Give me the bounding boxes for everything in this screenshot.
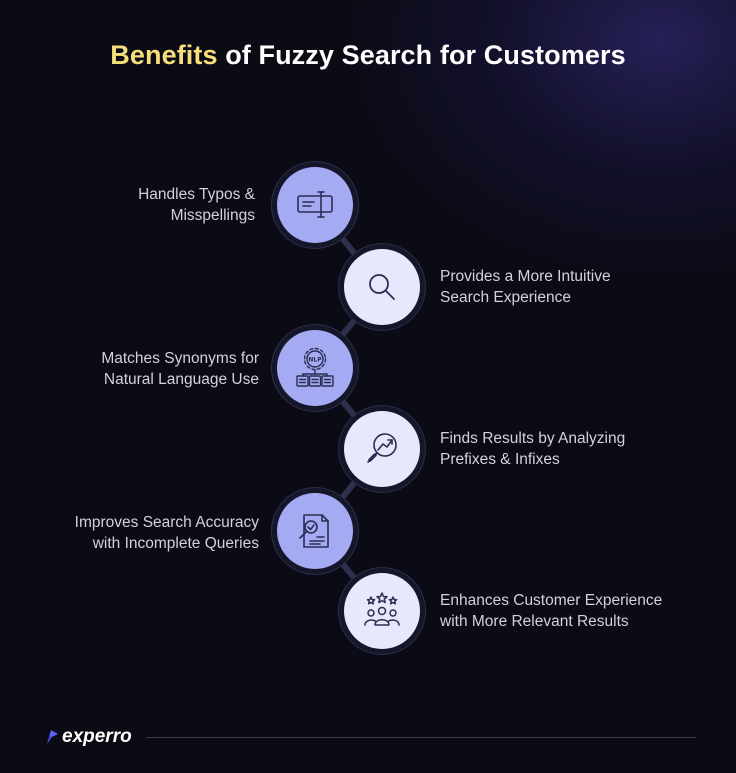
step-4-label: Finds Results by Analyzing Prefixes & In… (440, 430, 626, 468)
step-2-node (344, 249, 420, 325)
title-highlight: Benefits (110, 40, 218, 70)
step-6-label: Enhances Customer Experience with More R… (440, 592, 663, 630)
step-1-node (277, 167, 353, 243)
text-cursor-icon (297, 191, 333, 218)
step-5-node (277, 493, 353, 569)
step-2-label: Provides a More Intuitive Search Experie… (440, 268, 611, 306)
title-rest: of Fuzzy Search for Customers (217, 40, 626, 70)
magnifier-icon (369, 274, 395, 300)
step-4-node (344, 411, 420, 487)
page-title: Benefits of Fuzzy Search for Customers (0, 40, 736, 71)
footer-logo: experro (44, 726, 132, 748)
step-3-label: Matches Synonyms for Natural Language Us… (101, 350, 259, 388)
search-trend-icon (367, 433, 397, 463)
footer-divider (146, 737, 696, 738)
svg-text:NLP: NLP (308, 357, 322, 364)
brand-mark-icon (47, 730, 58, 744)
step-6-node (344, 573, 420, 649)
document-check-icon (299, 514, 329, 548)
step-3-node: NLP (277, 330, 353, 406)
customers-stars-icon (364, 592, 400, 626)
brand-name: experro (62, 726, 132, 747)
nlp-gear-icon: NLP (296, 347, 334, 387)
step-5-label: Improves Search Accuracy with Incomplete… (74, 514, 259, 552)
step-1-label: Handles Typos & Misspellings (138, 186, 255, 224)
